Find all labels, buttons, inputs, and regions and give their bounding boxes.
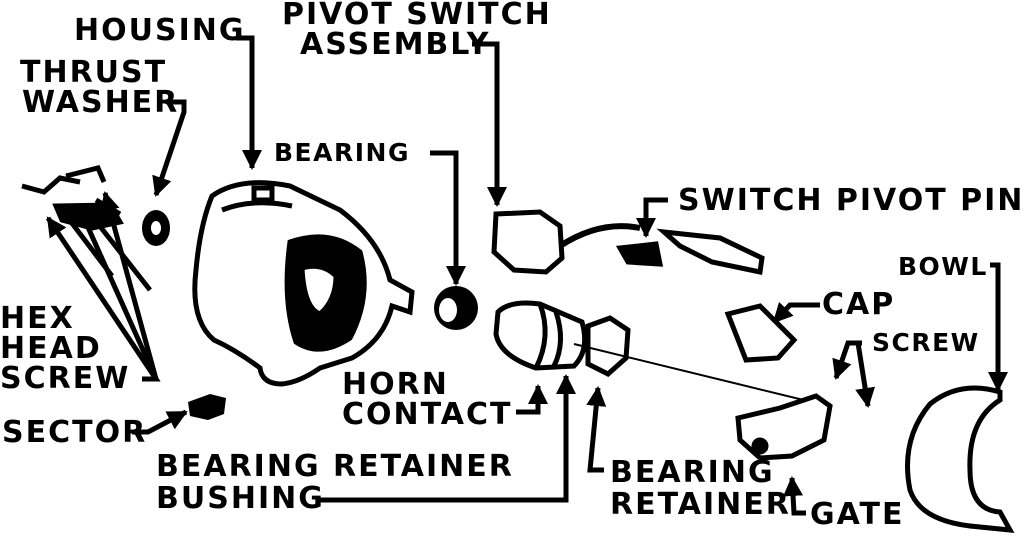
leader-sector (132, 409, 188, 435)
cap-part (724, 303, 798, 363)
leader-lines (45, 35, 1008, 516)
label-pivot-switch-line2: ASSEMBLY (300, 27, 491, 62)
label-pivot-switch-line1: PIVOT SWITCH (282, 0, 552, 32)
leader-thrust-washer (152, 99, 187, 197)
label-bearing-top: BEARING (274, 138, 410, 167)
leader-pivot-switch (472, 41, 507, 207)
gate-part (735, 393, 833, 461)
label-bearing-retainer-line1: BEARING (610, 455, 775, 490)
leader-hex-c (45, 216, 161, 382)
leader-bearing (430, 150, 466, 286)
bearing-retainer-bushing-part (493, 300, 588, 371)
leader-screw-b (855, 340, 876, 408)
bearing-retainer-part (573, 315, 821, 405)
leader-housing (236, 35, 262, 170)
label-horn-line1: HORN (342, 367, 449, 402)
label-hex-line1: HEX (0, 301, 75, 336)
label-thrust-line2: WASHER (22, 85, 180, 120)
label-bowl: BOWL (898, 252, 988, 281)
leader-brb (318, 374, 576, 503)
label-sector: SECTOR (2, 415, 148, 450)
thrust-washer (142, 210, 170, 246)
leader-bearing-retainer (586, 386, 607, 473)
label-cap: CAP (822, 287, 896, 322)
label-hex-line3: SCREW (0, 361, 131, 396)
bowl-part (905, 385, 1015, 533)
label-brb-line1: BEARING RETAINER (156, 449, 514, 484)
leader-cap (772, 302, 820, 324)
leader-horn-contact (516, 384, 548, 415)
leader-switch-pivot-pin (636, 197, 668, 238)
label-brb-line2: BUSHING (156, 481, 325, 516)
leader-bowl (988, 262, 1008, 392)
label-switch-pivot-pin: SWITCH PIVOT PIN (678, 183, 1024, 218)
label-thrust-line1: THRUST (20, 55, 168, 90)
label-bearing-retainer-line2: RETAINER (610, 487, 791, 522)
leader-gate (783, 476, 806, 516)
label-hex-line2: HEAD (0, 331, 102, 366)
sector-part (188, 394, 226, 420)
label-horn-line2: CONTACT (342, 397, 513, 432)
housing-part (192, 180, 415, 387)
label-gate: GATE (810, 497, 905, 532)
pivot-switch-part (491, 209, 765, 275)
bearing-part (434, 286, 478, 330)
label-screw-right: SCREW (872, 328, 980, 357)
label-housing: HOUSING (74, 13, 246, 48)
hex-head-screws (21, 165, 152, 292)
